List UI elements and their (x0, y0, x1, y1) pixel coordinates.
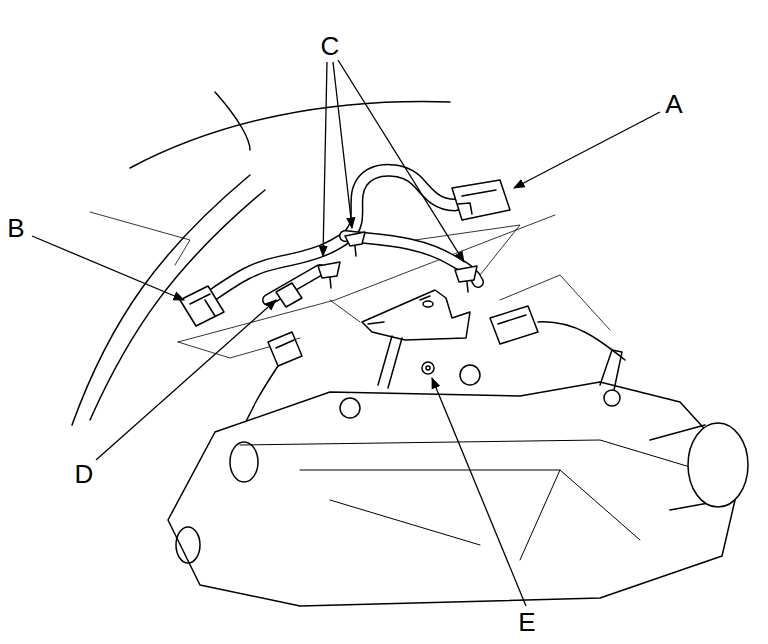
mounting-bracket (362, 290, 470, 340)
transmission-case (168, 382, 742, 606)
bracket-detail (368, 296, 430, 324)
bolt-head (460, 365, 480, 385)
callout-letter: C (318, 32, 343, 60)
connector (452, 180, 510, 220)
leader-line (96, 300, 276, 460)
callout-letter: D (72, 460, 97, 488)
panel-edge (380, 225, 520, 275)
callout-letter: A (662, 90, 685, 118)
bolt-head (340, 398, 360, 418)
connector-wire (498, 315, 625, 360)
panel-edge (330, 300, 360, 322)
leader-lines (32, 60, 660, 606)
illustration-lines (72, 92, 748, 606)
connector (180, 286, 224, 326)
sensor-stud (600, 350, 622, 390)
leader-line (32, 236, 184, 300)
wire-harness-fill (205, 170, 455, 300)
panel-curve (72, 175, 250, 425)
harness-clip (455, 266, 477, 292)
bolt (422, 362, 434, 374)
connector-detail (458, 190, 496, 214)
harness-clip (345, 232, 365, 256)
bolt-head (604, 390, 620, 406)
bracket-stay (378, 336, 402, 388)
harness-clip (318, 262, 340, 288)
case-opening (176, 527, 200, 563)
panel-curve (215, 92, 250, 150)
connector (268, 332, 302, 366)
wire-harness (205, 170, 455, 300)
callout-letter: E (515, 608, 538, 636)
bolt-center (426, 366, 430, 370)
panel-edge (90, 212, 190, 265)
harness-sleeve (276, 283, 302, 307)
case-opening (230, 442, 258, 482)
leader-line (514, 112, 660, 188)
leader-line (323, 62, 327, 256)
leader-line (432, 378, 526, 606)
bracket-hole (423, 301, 433, 307)
connector-detail (190, 294, 215, 316)
connector (490, 306, 538, 344)
leader-line (333, 62, 352, 228)
case-rib (240, 440, 700, 560)
panel-curve (130, 102, 450, 168)
callout-letter: B (4, 214, 27, 242)
panel-curve (90, 190, 265, 420)
leader-line (338, 60, 464, 262)
shaft-end (688, 423, 748, 507)
